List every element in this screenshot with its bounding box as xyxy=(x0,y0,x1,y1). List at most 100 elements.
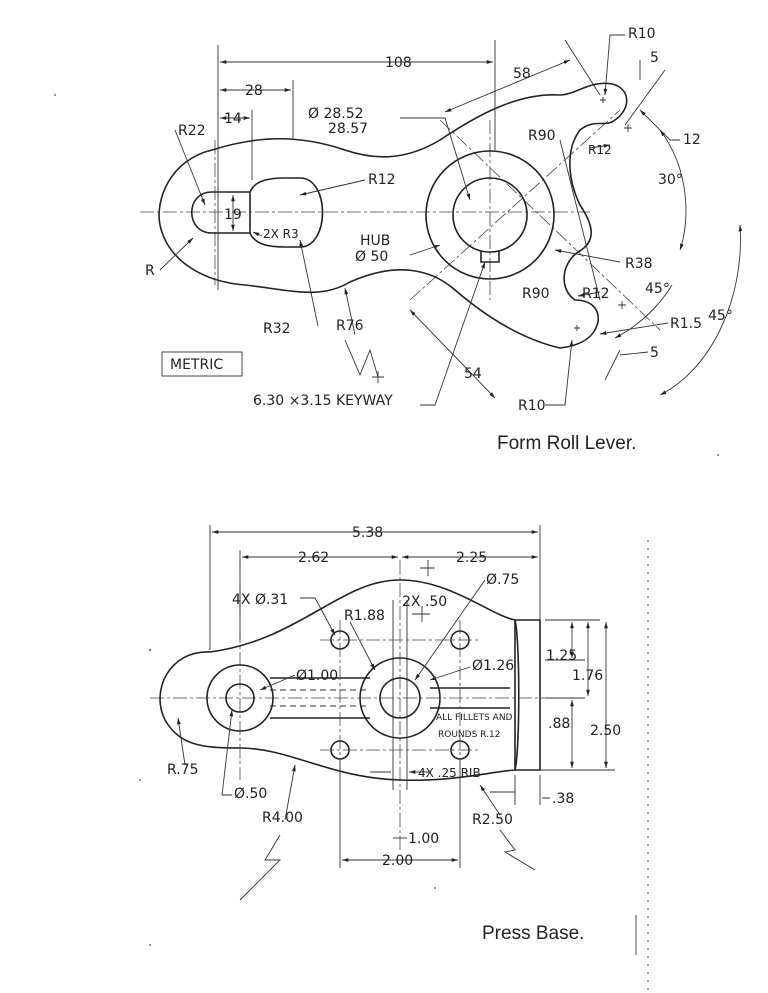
leader-d50 xyxy=(221,709,234,796)
leader-r3 xyxy=(252,231,263,237)
leader-r15 xyxy=(599,322,669,335)
dim-50-tick xyxy=(412,606,430,622)
leader-r76 xyxy=(344,287,356,336)
base-outline xyxy=(159,579,516,782)
lever-outline xyxy=(158,82,628,349)
caption-form-roll-lever: Form Roll Lever. xyxy=(497,433,636,454)
extension-line-58 xyxy=(564,39,601,96)
scan-specks xyxy=(54,94,719,990)
dim-r400: R4.00 xyxy=(262,810,303,826)
leader-r188 xyxy=(349,621,376,671)
extension-lines-top xyxy=(209,525,541,650)
dim-r10-top: R10 xyxy=(628,26,656,42)
dim-38-lines xyxy=(490,775,550,805)
leader-r12-top xyxy=(589,144,611,149)
dim-200: 2.00 xyxy=(382,853,413,869)
dim-r75: R.75 xyxy=(167,762,199,778)
dim-2x-50: 2X .50 xyxy=(402,594,447,610)
connecting-web xyxy=(270,677,370,719)
dim-88: .88 xyxy=(548,716,570,732)
keyway xyxy=(480,251,500,263)
caption-press-base: Press Base. xyxy=(482,923,584,944)
fillets-note-line-1: ALL FILLETS AND xyxy=(436,713,513,723)
r76-break-line xyxy=(344,339,379,378)
leader-d126 xyxy=(429,666,471,681)
dim-r90-bottom: R90 xyxy=(522,286,550,302)
hole-center-lines xyxy=(320,620,480,770)
dim-250: 2.50 xyxy=(590,723,621,739)
form-roll-lever-labels: 108 28 14 R22 Ø 28.52 28.57 R12 19 2X R3… xyxy=(145,26,733,454)
radius-center-marks xyxy=(372,124,632,383)
form-roll-lever-drawing xyxy=(140,34,743,406)
dim-5-top xyxy=(624,60,666,126)
dim-d75: Ø.75 xyxy=(486,572,519,588)
dim-12: 12 xyxy=(683,132,701,148)
dim-r12-top: R12 xyxy=(588,143,612,157)
dim-bore-dia-b: 28.57 xyxy=(328,121,368,137)
leader-r250 xyxy=(479,784,501,816)
dim-125: 1.25 xyxy=(546,648,577,664)
dim-r90-top: R90 xyxy=(528,128,556,144)
leader-r22 xyxy=(174,129,206,206)
dim-225: 2.25 xyxy=(456,550,487,566)
dim-d126: Ø1.26 xyxy=(472,658,514,674)
dim-58: 58 xyxy=(513,66,531,82)
dim-holes: 4X Ø.31 xyxy=(232,592,288,608)
dim-30-deg: 30° xyxy=(658,172,683,188)
leader-r12 xyxy=(299,179,366,196)
speck xyxy=(434,887,436,889)
r400-break-line xyxy=(239,834,282,901)
dim-5-bottom xyxy=(604,349,649,381)
metric-badge: METRIC xyxy=(170,357,223,373)
end-plate-fillet xyxy=(514,619,520,771)
hidden-lines-web xyxy=(270,689,370,707)
leader-r10-top xyxy=(603,34,625,96)
leader-d100 xyxy=(259,674,296,691)
dim-keyway: 6.30 ×3.15 KEYWAY xyxy=(253,393,393,409)
dim-hub: HUB xyxy=(360,233,390,249)
bore-circle xyxy=(452,177,528,253)
small-boss-outer xyxy=(206,664,274,732)
lower-end-center xyxy=(574,325,580,331)
leader-r38 xyxy=(554,249,621,263)
dim-d100: Ø1.00 xyxy=(296,668,338,684)
dim-45-deg-outer: 45° xyxy=(708,308,733,324)
dim-5-bottom: 5 xyxy=(650,345,659,361)
dim-r38: R38 xyxy=(625,256,653,272)
dim-hub-dia: Ø 50 xyxy=(355,249,388,265)
right-rib xyxy=(430,687,510,709)
dim-28: 28 xyxy=(245,83,263,99)
speck xyxy=(149,944,151,946)
press-base-labels: 5.38 2.62 2.25 4X Ø.31 R1.88 2X .50 Ø.75… xyxy=(167,525,621,944)
leader-hub xyxy=(409,244,441,256)
dim-r: R xyxy=(145,263,155,279)
lower-arm-center-line xyxy=(409,109,621,301)
upper-arm-center-line xyxy=(439,119,661,331)
dim-r32: R32 xyxy=(263,321,291,337)
dim-r3: 2X R3 xyxy=(263,227,299,241)
dim-100: 1.00 xyxy=(408,831,439,847)
leader-r10-bottom xyxy=(545,339,574,406)
dim-538: 5.38 xyxy=(352,525,383,541)
dimension-line-54 xyxy=(409,309,496,399)
arc-30-deg xyxy=(659,129,687,251)
leader-bore-dia xyxy=(400,117,471,201)
r90-arc-line xyxy=(559,139,601,301)
speck xyxy=(139,779,141,781)
large-boss-outer xyxy=(359,657,441,739)
speck xyxy=(148,648,152,652)
leader-r12-bottom xyxy=(577,291,601,297)
leader-holes xyxy=(300,597,336,636)
dim-108: 108 xyxy=(385,55,412,71)
dim-45-deg-inner: 45° xyxy=(645,281,670,297)
tick-top xyxy=(420,560,435,576)
fillets-note-line-2: ROUNDS R.12 xyxy=(438,730,500,740)
extension-lines-right xyxy=(540,619,615,771)
dim-r10-bottom: R10 xyxy=(518,398,546,414)
dim-r15: R1.5 xyxy=(670,316,702,332)
dim-d50: Ø.50 xyxy=(234,786,267,802)
dim-r76: R76 xyxy=(336,318,364,334)
dim-5-top: 5 xyxy=(650,50,659,66)
large-boss-hole xyxy=(379,677,421,719)
